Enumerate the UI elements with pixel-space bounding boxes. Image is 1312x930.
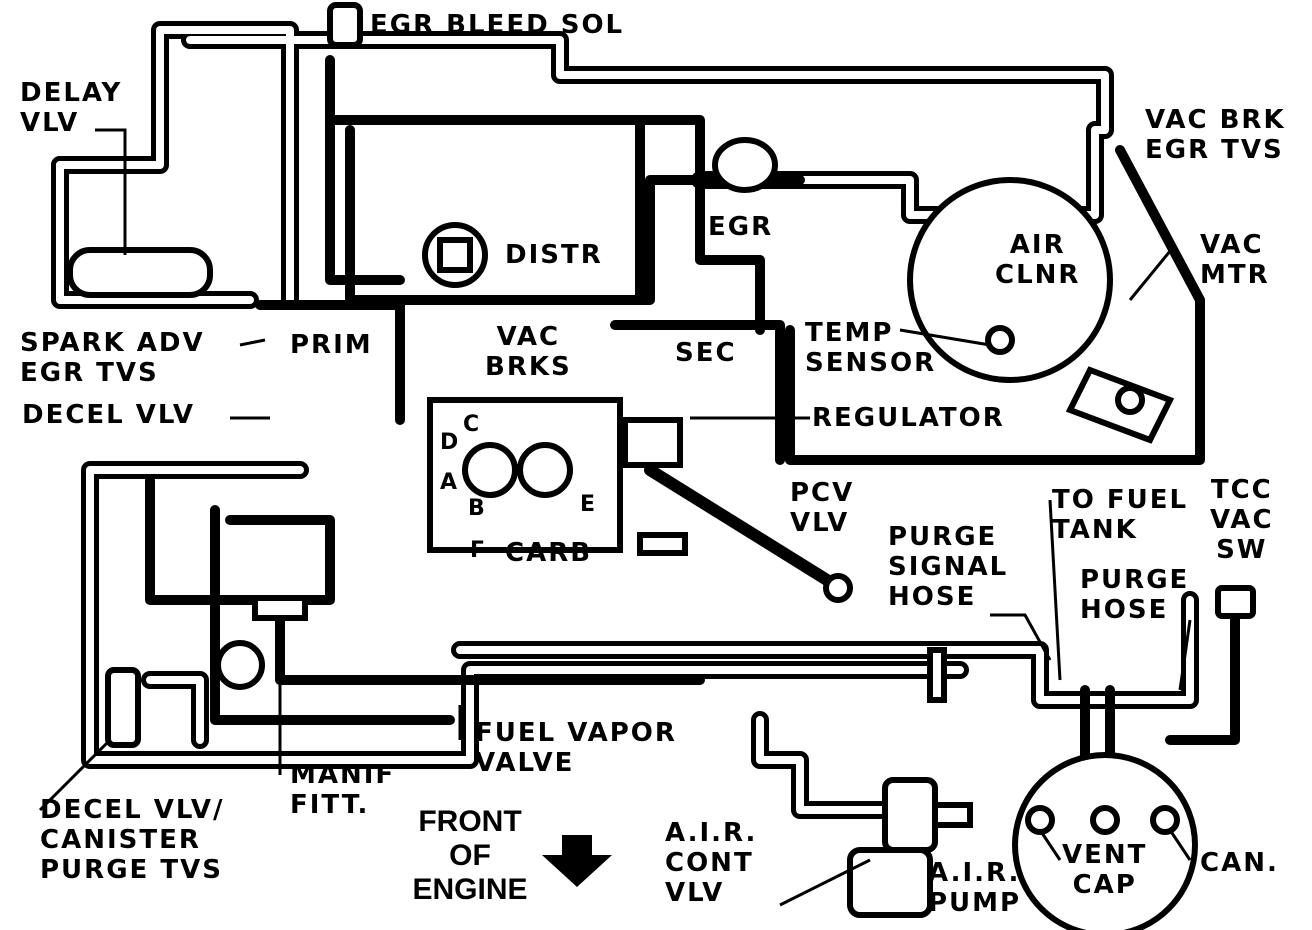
label-tcc-vac-sw: TCC VAC SW bbox=[1210, 475, 1274, 565]
label-vent-cap: VENT CAP bbox=[1062, 840, 1148, 900]
label-carb-b: B bbox=[468, 496, 487, 521]
air-pump bbox=[847, 847, 933, 918]
label-purge-hose: PURGE HOSE bbox=[1080, 565, 1190, 625]
label-air-clnr: AIR CLNR bbox=[995, 230, 1081, 290]
label-vac-brk-egr-tvs: VAC BRK EGR TVS bbox=[1145, 105, 1286, 165]
hose-pump-line bbox=[751, 711, 909, 819]
label-egr-bleed-sol: EGR BLEED SOL bbox=[370, 10, 625, 40]
label-vac-mtr: VAC MTR bbox=[1200, 230, 1270, 290]
label-carb-c: C bbox=[463, 412, 482, 437]
egr-bleed-solenoid bbox=[327, 2, 363, 48]
hose-vac-brk bbox=[475, 115, 765, 335]
label-fuel-vapor-valve: FUEL VAPOR VALVE bbox=[475, 718, 677, 778]
label-carb-d: D bbox=[440, 430, 461, 455]
down-arrow-icon bbox=[542, 835, 612, 887]
egr-valve bbox=[712, 137, 778, 193]
label-spark-adv-egr-tvs: SPARK ADV EGR TVS bbox=[20, 328, 205, 388]
hose-can-outer bbox=[141, 671, 209, 749]
label-front-of-engine: FRONT OF ENGINE bbox=[412, 805, 528, 906]
air-cleaner bbox=[907, 177, 1113, 383]
label-pcv-vlv: PCV VLV bbox=[790, 478, 855, 538]
label-carb-f: F bbox=[470, 538, 488, 563]
label-can: CAN. bbox=[1200, 848, 1279, 878]
hose-tcc bbox=[1165, 605, 1240, 745]
label-carb-a: A bbox=[440, 470, 460, 495]
label-delay-vlv: DELAY VLV bbox=[20, 78, 123, 138]
label-distr: DISTR bbox=[505, 240, 603, 270]
pcv-valve bbox=[823, 573, 853, 603]
label-vac-brks: VAC BRKS bbox=[485, 322, 572, 382]
hose-sec bbox=[610, 320, 785, 465]
decel-valve-canister bbox=[105, 667, 141, 748]
label-decel-vlv-canister-purge-tvs: DECEL VLV/ CANISTER PURGE TVS bbox=[40, 795, 225, 885]
label-prim: PRIM bbox=[290, 330, 373, 360]
canister bbox=[1012, 752, 1198, 930]
hose-prim bbox=[255, 300, 405, 425]
label-purge-signal-hose: PURGE SIGNAL HOSE bbox=[888, 522, 1009, 612]
carb-primary-bore bbox=[462, 442, 518, 498]
label-egr: EGR bbox=[708, 212, 774, 242]
tcc-vac-switch bbox=[1215, 585, 1256, 619]
air-cont-valve bbox=[882, 777, 938, 853]
label-air-cont-vlv: A.I.R. CONT VLV bbox=[665, 818, 758, 908]
label-regulator: REGULATOR bbox=[812, 403, 1005, 433]
fuel-vapor-valve bbox=[252, 595, 308, 621]
label-to-fuel-tank: TO FUEL TANK bbox=[1052, 485, 1189, 545]
delay-valve bbox=[67, 247, 213, 298]
label-decel-vlv: DECEL VLV bbox=[22, 400, 196, 430]
label-carb-e: E bbox=[580, 492, 598, 517]
carb-secondary-bore bbox=[517, 442, 573, 498]
hose-fuel-vapor bbox=[210, 505, 455, 725]
label-temp-sensor: TEMP SENSOR bbox=[805, 318, 937, 378]
hose-left-drop bbox=[145, 475, 335, 605]
label-sec: SEC bbox=[675, 338, 737, 368]
label-manif-fitt: MANIF FITT. bbox=[290, 760, 396, 820]
regulator bbox=[622, 417, 683, 468]
hose-pcv bbox=[644, 464, 841, 591]
label-carb: CARB bbox=[505, 538, 593, 568]
label-air-pump: A.I.R. PUMP bbox=[928, 858, 1022, 918]
manif-fitting bbox=[215, 640, 265, 690]
